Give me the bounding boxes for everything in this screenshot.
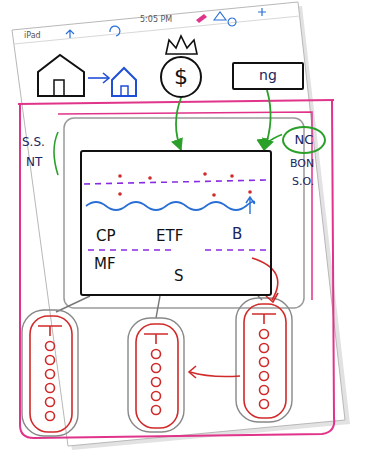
account-box: ng — [232, 62, 304, 90]
device-name: iPad — [24, 32, 41, 41]
status-time: 5:05 PM — [140, 16, 172, 25]
side-note: NT — [26, 156, 42, 169]
portfolio-box: CP ETF B MF S — [80, 150, 272, 296]
side-note: BON — [290, 158, 314, 170]
flow-arrow — [264, 135, 282, 151]
side-note: S.S. — [22, 136, 45, 149]
mf-text: MF — [94, 256, 116, 273]
nc-circle: NC — [282, 126, 326, 154]
money-circle: $ — [160, 56, 202, 98]
node-text: NC — [295, 133, 314, 147]
node-text: $ — [174, 65, 188, 89]
b-text: B — [232, 226, 242, 243]
etf-text: ETF — [156, 228, 183, 245]
side-note: S.O. — [292, 176, 314, 188]
cp-text: CP — [96, 228, 116, 245]
node-text: ng — [259, 68, 277, 83]
s-text: S — [174, 268, 184, 285]
flow-arrow — [176, 98, 181, 150]
